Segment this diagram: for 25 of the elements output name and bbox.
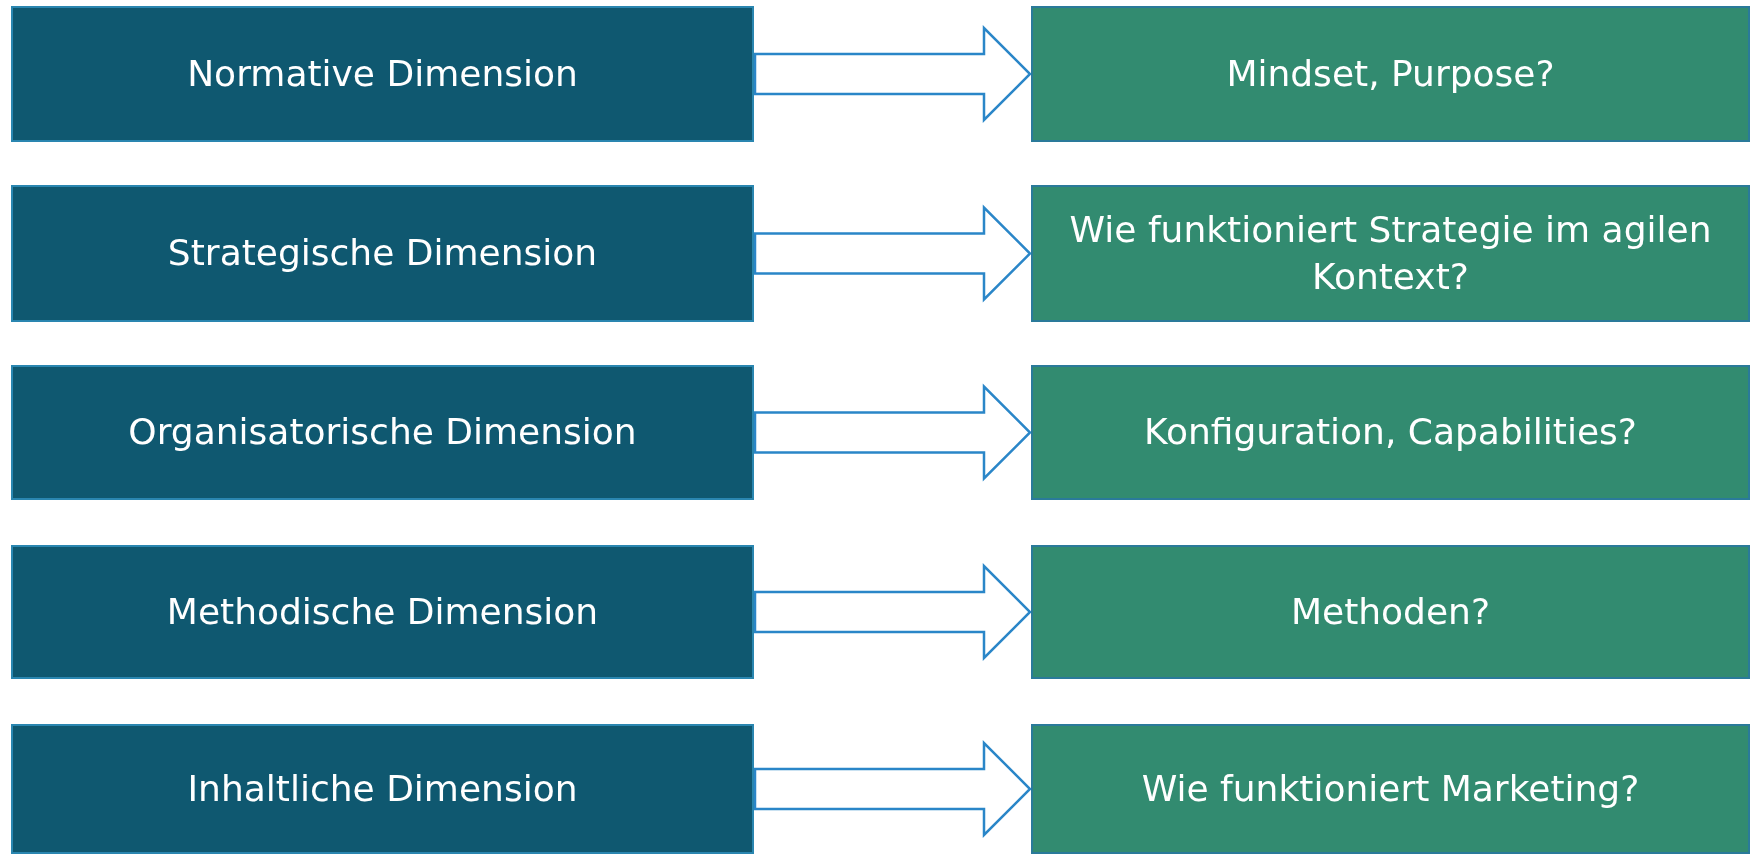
question-box [1031,365,1750,500]
box-text: Wie funktioniert Marketing? [1141,766,1640,811]
box-text: Wie funktioniert Strategie im agilen Kontext? [1068,207,1713,299]
question-box [1031,6,1750,142]
question-box [1031,185,1750,322]
block-arrow [753,563,1032,661]
dimension-box [11,6,754,142]
box-text: Konfiguration, Capabilities? [1144,410,1637,455]
box-text: Mindset, Purpose? [1226,51,1555,96]
box-text: Strategische Dimension [167,231,598,276]
dimension-box [11,724,754,854]
block-arrow [753,25,1032,123]
question-box [1031,724,1750,854]
box-text: Organisatorische Dimension [128,410,637,455]
box-text: Methodische Dimension [166,589,599,634]
box-text: Inhaltliche Dimension [187,766,578,811]
question-box [1031,545,1750,679]
box-text: Methoden? [1290,589,1491,634]
block-arrow [753,740,1032,838]
block-arrow [753,383,1032,482]
dimension-box [11,365,754,500]
dimension-box [11,545,754,679]
block-arrow [753,204,1032,303]
box-text: Normative Dimension [187,51,578,96]
dimension-box [11,185,754,322]
